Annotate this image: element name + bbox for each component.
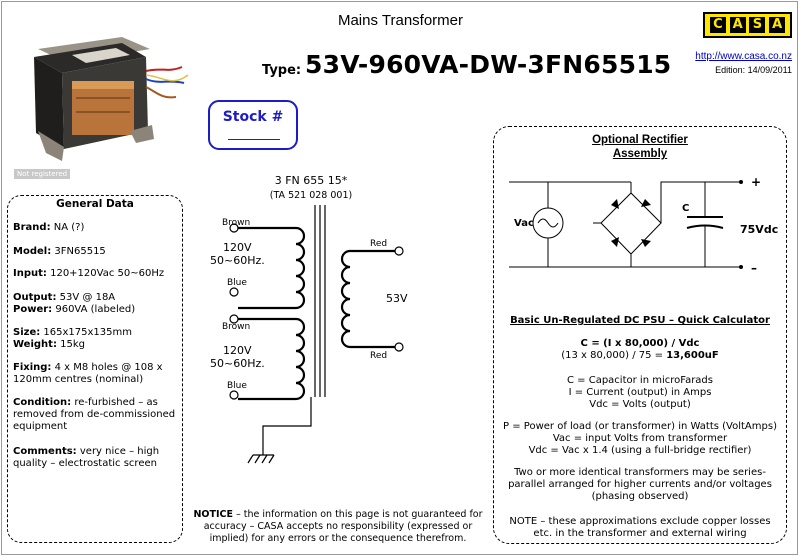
comments-row: Comments: very nice – high quality – ele…	[13, 446, 179, 470]
fixing-row: Fixing: 4 x M8 holes @ 108 x 120mm centr…	[13, 362, 179, 386]
rectifier-title-line1: Optional Rectifier	[592, 134, 688, 146]
model-label: Model:	[13, 246, 52, 257]
wire-label-brown-1: Brown	[222, 218, 250, 228]
weight-value: 15kg	[60, 339, 86, 350]
calculator-heading: Basic Un-Regulated DC PSU – Quick Calcul…	[510, 315, 770, 326]
losses-note: NOTE – these approximations exclude copp…	[509, 516, 771, 539]
brand-label: Brand:	[13, 222, 51, 233]
secondary-voltage: 53V	[386, 292, 408, 305]
calculator-formula: C = (I x 80,000) / Vdc	[580, 338, 700, 349]
brand-value: NA (?)	[53, 222, 85, 233]
fixing-value: 4 x M8 holes @ 108 x 120mm centres (nomi…	[13, 362, 163, 385]
terminal-blue-1	[229, 287, 239, 297]
def-i: I = Current (output) in Amps	[568, 387, 712, 398]
bridge-rectifier-icon	[600, 192, 662, 255]
rectifier-title-line2: Assembly	[612, 148, 668, 160]
primary2-frequency: 50~60Hz.	[210, 357, 265, 370]
weight-row: Weight: 15kg	[13, 339, 179, 351]
transformer-schematic: 3 FN 655 15* (TA 521 028 001) Brown Blue…	[210, 174, 408, 464]
comments-label: Comments:	[13, 446, 77, 457]
def-c: C = Capacitor in microFarads	[567, 375, 713, 386]
model-value: 3FN65515	[54, 246, 106, 257]
wire-label-red-2: Red	[370, 351, 387, 361]
fixing-label: Fixing:	[13, 362, 52, 373]
wire-label-brown-2: Brown	[222, 322, 250, 332]
def-vac: Vac = input Volts from transformer	[552, 433, 728, 444]
example-result: 13,600uF	[666, 350, 719, 361]
notice: NOTICE – the information on this page is…	[193, 509, 483, 545]
def-vdc: Vdc = Volts (output)	[589, 399, 691, 410]
output-row: Output: 53V @ 18A	[13, 292, 179, 304]
notice-text: – the information on this page is not gu…	[203, 509, 483, 544]
ta-number: (TA 521 028 001)	[270, 190, 352, 201]
wire-label-blue-1: Blue	[227, 278, 247, 288]
cap-label: C	[682, 203, 689, 214]
input-value: 120+120Vac 50~60Hz	[50, 268, 165, 279]
source-label: Vac	[514, 218, 534, 229]
comments-value: very nice – high quality – electrostatic…	[13, 446, 160, 469]
part-number: 3 FN 655 15*	[275, 174, 348, 187]
input-label: Input:	[13, 268, 47, 279]
stock-underline	[228, 139, 280, 140]
type-value: 53V-960VA-DW-3FN65515	[305, 50, 672, 79]
page-title: Mains Transformer	[337, 12, 464, 29]
model-row: Model: 3FN65515	[13, 246, 179, 258]
calculator-example: (13 x 80,000) / 75 = 13,600uF	[493, 350, 787, 362]
output-terminal-minus	[739, 265, 743, 269]
rectifier-box	[493, 126, 787, 544]
not-registered-badge: Not registered	[14, 169, 71, 179]
edition-date: Edition: 14/09/2011	[715, 65, 792, 75]
size-label: Size:	[13, 327, 41, 338]
condition-label: Condition:	[13, 397, 72, 408]
power-value: 960VA (labeled)	[55, 304, 136, 315]
logo-letter: C	[709, 17, 726, 33]
type-label: Type:	[262, 63, 302, 78]
stock-box: Stock #	[208, 100, 298, 150]
condition-row: Condition: re-furbished – as removed fro…	[13, 397, 179, 433]
primary2-voltage: 120V	[223, 344, 252, 357]
terminal-red-2	[394, 342, 404, 352]
primary1-voltage: 120V	[223, 241, 252, 254]
brand-row: Brand: NA (?)	[13, 222, 179, 234]
output-value: 53V @ 18A	[59, 292, 116, 303]
terminal-blue-2	[229, 390, 239, 400]
plus-label: +	[751, 175, 761, 189]
def-p: P = Power of load (or transformer) in Wa…	[503, 421, 777, 432]
input-row: Input: 120+120Vac 50~60Hz	[13, 268, 179, 280]
primary-winding-1	[238, 226, 306, 310]
logo-letter: S	[749, 17, 766, 33]
rectifier-title: Optional Rectifier Assembly	[493, 133, 787, 161]
logo-letter: A	[729, 17, 746, 33]
stock-label: Stock #	[222, 109, 284, 125]
output-voltage-label: 75Vdc	[740, 223, 778, 236]
condition-value: re-furbished – as removed from de-commis…	[13, 397, 176, 432]
size-value: 165x175x135mm	[43, 327, 133, 338]
size-row: Size: 165x175x135mm	[13, 327, 179, 339]
secondary-winding	[340, 249, 395, 349]
casa-logo[interactable]: C A S A	[703, 12, 792, 38]
output-label: Output:	[13, 292, 57, 303]
power-row: Power: 960VA (labeled)	[13, 304, 179, 316]
logo-letter: A	[769, 17, 786, 33]
wire-label-red-1: Red	[370, 239, 387, 249]
primary-winding-2	[238, 317, 306, 401]
rectifier-circuit: Vac + – C 75Vdc	[509, 175, 778, 275]
terminal-red-1	[394, 246, 404, 256]
minus-label: –	[751, 261, 757, 275]
power-label: Power:	[13, 304, 53, 315]
primary1-frequency: 50~60Hz.	[210, 254, 265, 267]
example-prefix: (13 x 80,000) / 75 =	[561, 350, 667, 361]
output-terminal-plus	[739, 180, 743, 184]
screen-lead	[262, 397, 312, 455]
weight-label: Weight:	[13, 339, 57, 350]
general-data-box	[7, 195, 183, 543]
general-data-title: General Data	[56, 198, 134, 210]
website-link[interactable]: http://www.casa.co.nz	[695, 51, 792, 62]
def-vdc2: Vdc = Vac x 1.4 (using a full-bridge rec…	[528, 445, 752, 456]
wire-label-blue-2: Blue	[227, 381, 247, 391]
transformer-photo	[12, 27, 195, 173]
series-note: Two or more identical transformers may b…	[508, 467, 772, 502]
notice-label: NOTICE	[193, 509, 233, 520]
